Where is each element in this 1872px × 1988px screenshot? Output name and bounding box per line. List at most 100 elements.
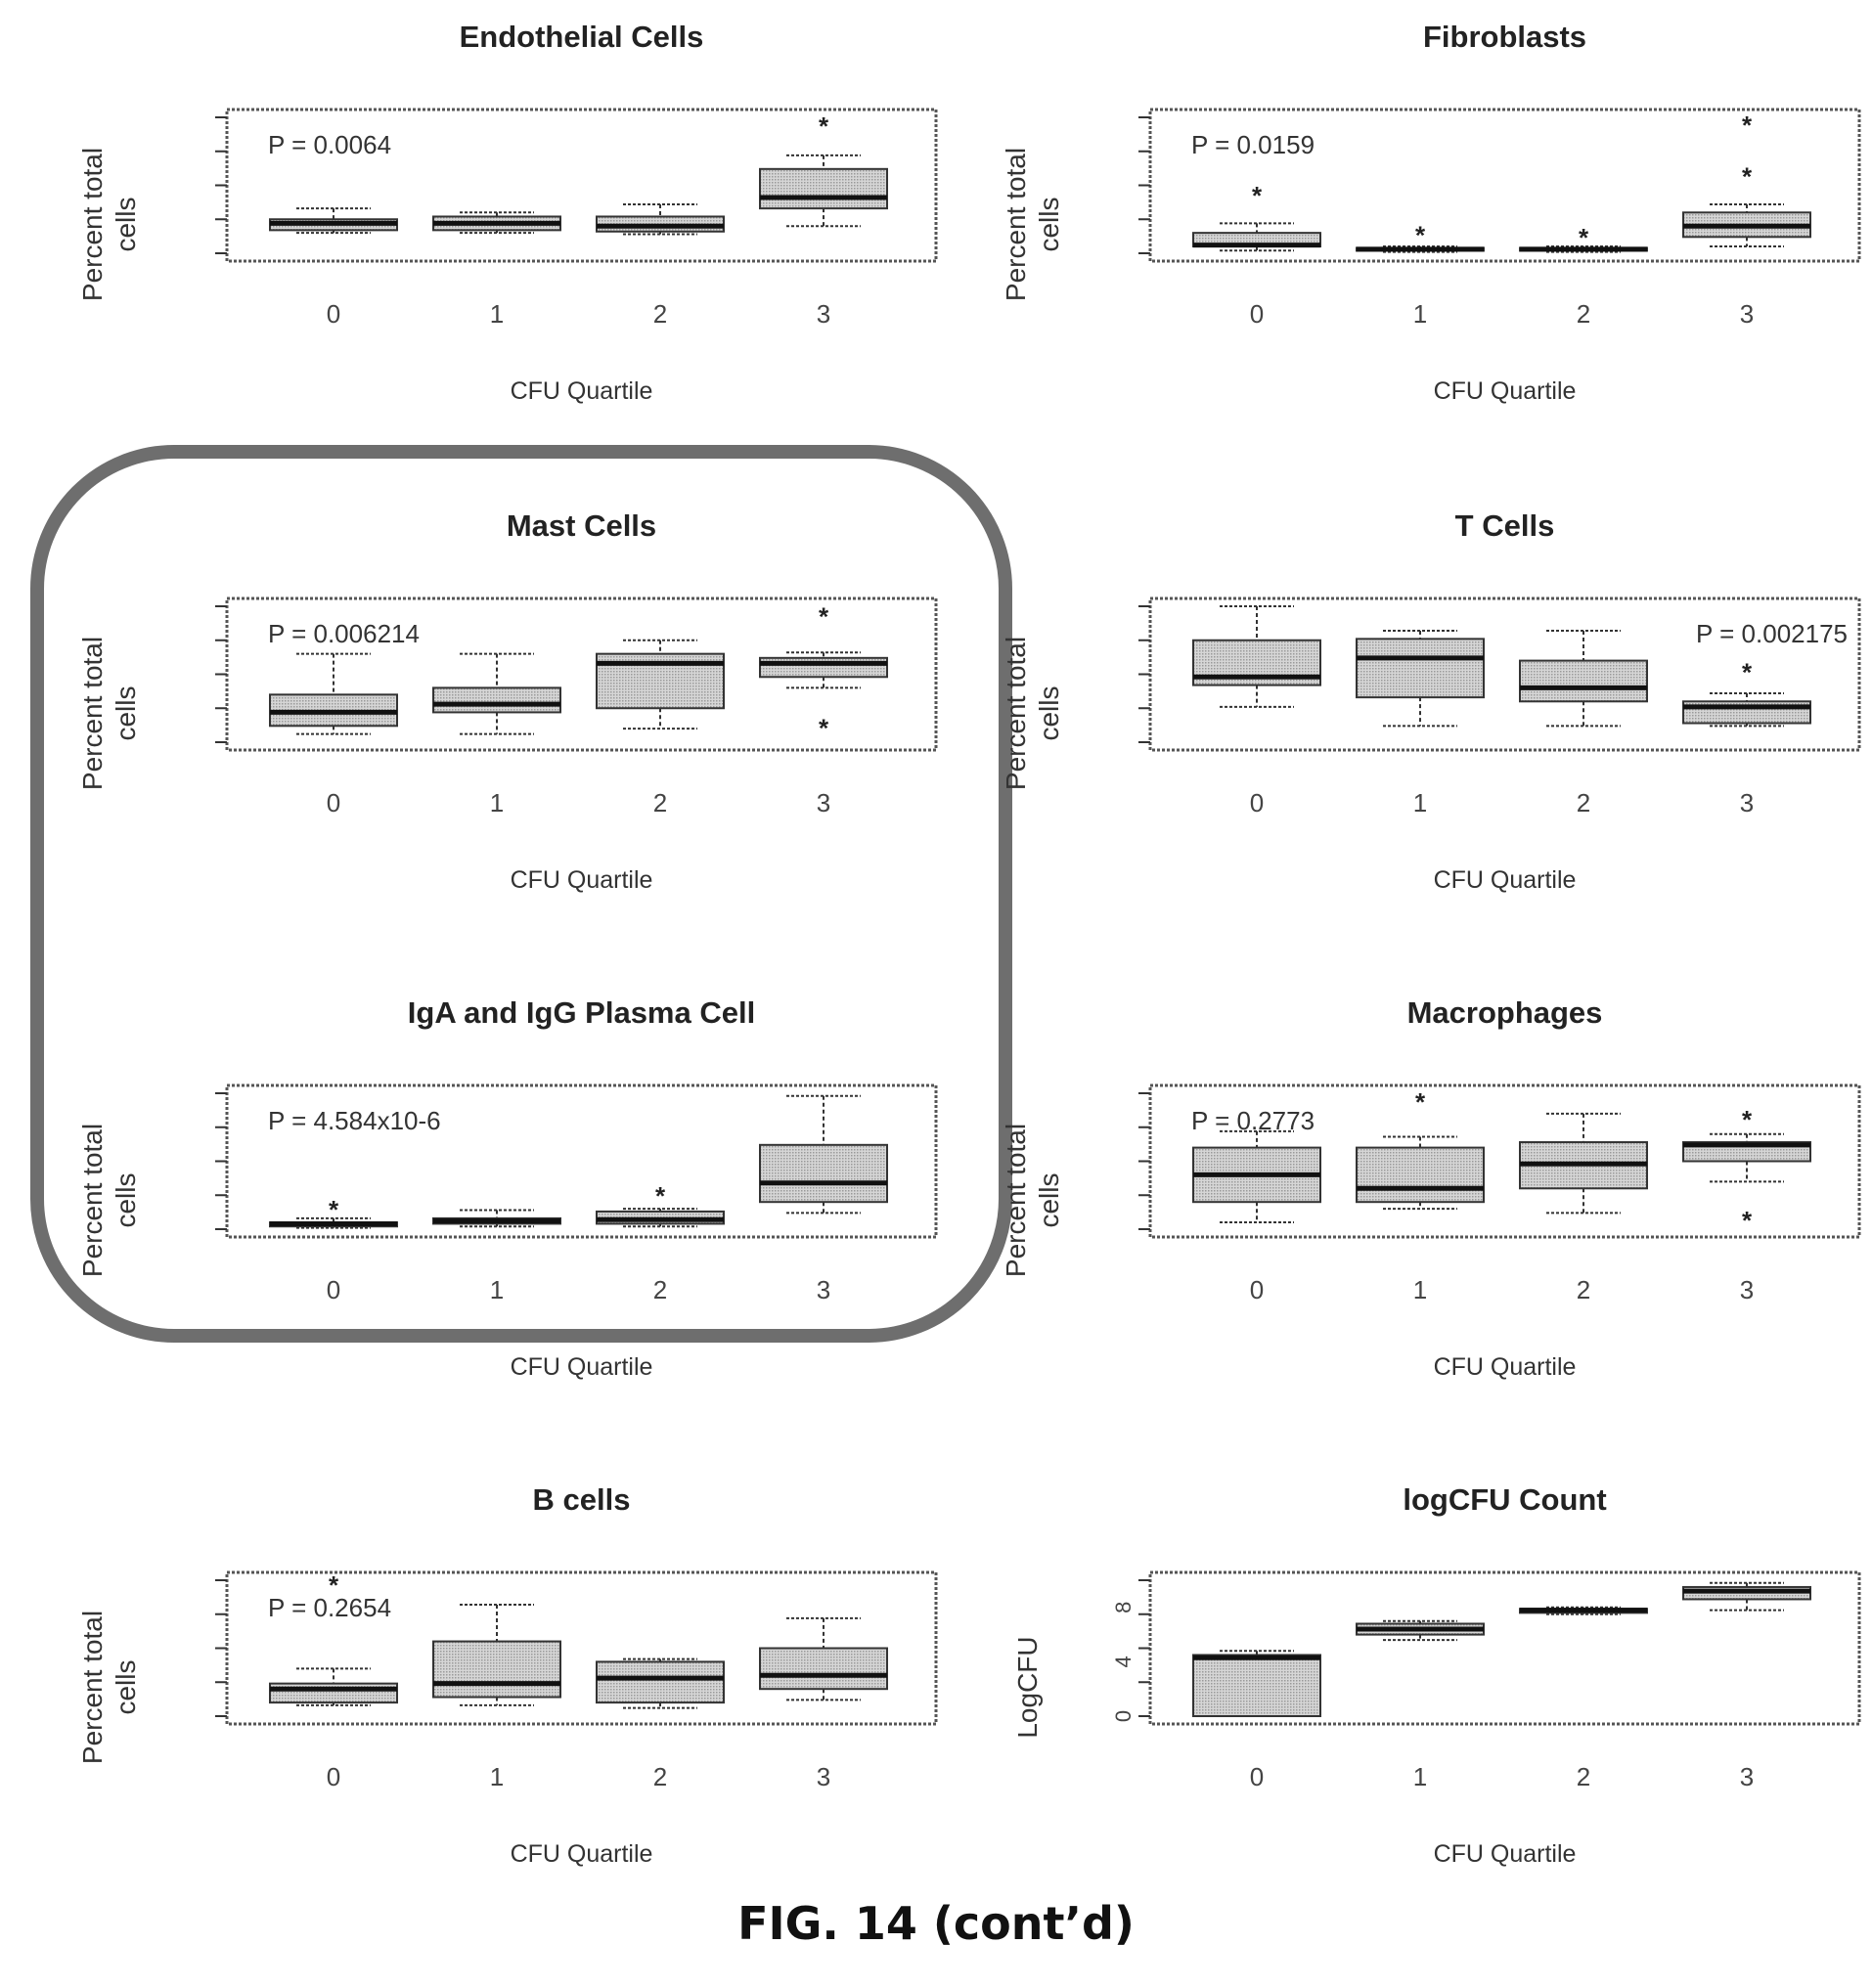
box-iqr — [597, 1661, 724, 1702]
box-2 — [597, 204, 724, 235]
box-iqr — [433, 1642, 560, 1698]
y-axis-label: Percent total — [77, 1124, 108, 1277]
chart-title: Mast Cells — [507, 508, 656, 543]
x-tick-label: 3 — [1740, 1275, 1754, 1304]
x-tick-label: 0 — [327, 299, 340, 329]
x-tick-label: 3 — [817, 299, 830, 329]
box-2: * — [1520, 223, 1647, 252]
outlier-point: * — [1742, 110, 1753, 140]
p-value-annotation: P = 0.2654 — [268, 1593, 391, 1622]
box-2 — [597, 1659, 724, 1708]
box-iqr — [433, 687, 560, 712]
x-tick-label: 1 — [1413, 299, 1427, 329]
chart-panel: Mast CellsPercent totalcells012**3CFU Qu… — [77, 508, 936, 894]
box-3: ** — [760, 602, 887, 743]
chart-title: IgA and IgG Plasma Cell — [408, 995, 755, 1030]
box-iqr — [760, 1649, 887, 1690]
box-iqr — [1357, 639, 1484, 697]
outlier-point: * — [819, 714, 829, 743]
outlier-point: * — [1742, 162, 1753, 192]
outlier-point: * — [655, 1181, 666, 1211]
y-tick-label: 8 — [1111, 1602, 1136, 1613]
x-tick-label: 2 — [653, 1762, 667, 1791]
chart-panel: logCFU Count048LogCFU0123CFU Quartile — [1012, 1482, 1859, 1868]
y-axis-label: cells — [1034, 685, 1064, 740]
box-1: * — [1357, 1087, 1484, 1209]
p-value-annotation: P = 0.2773 — [1191, 1106, 1315, 1135]
p-value-annotation: P = 4.584x10-6 — [268, 1106, 441, 1135]
x-axis-label: CFU Quartile — [1434, 377, 1577, 405]
x-axis-label: CFU Quartile — [511, 377, 653, 405]
p-value-annotation: P = 0.002175 — [1696, 619, 1848, 648]
chart-title: Endothelial Cells — [460, 20, 704, 54]
x-tick-label: 3 — [1740, 788, 1754, 817]
box-1 — [1357, 1621, 1484, 1640]
p-value-annotation: P = 0.006214 — [268, 619, 420, 648]
y-axis-label: Percent total — [1001, 1124, 1031, 1277]
box-3: ** — [1683, 110, 1810, 246]
x-tick-label: 1 — [1413, 1762, 1427, 1791]
box-3 — [760, 1096, 887, 1214]
x-tick-label: 2 — [1577, 1762, 1590, 1791]
y-tick-label: 0 — [1111, 1710, 1136, 1722]
outlier-point: * — [1252, 181, 1263, 210]
box-2 — [1520, 1608, 1647, 1614]
box-3 — [1683, 1583, 1810, 1611]
x-tick-label: 1 — [490, 788, 504, 817]
chart-title: Fibroblasts — [1423, 20, 1586, 54]
chart-panel: IgA and IgG Plasma CellPercent totalcell… — [77, 995, 936, 1381]
box-0: * — [270, 1195, 397, 1228]
box-iqr — [1357, 1148, 1484, 1203]
y-axis-label: Percent total — [1001, 637, 1031, 790]
x-tick-label: 0 — [1250, 299, 1264, 329]
y-axis-label: Percent total — [1001, 148, 1031, 301]
outlier-point: * — [1742, 1206, 1753, 1235]
y-axis-label: cells — [1034, 197, 1064, 251]
outlier-point: * — [1415, 1087, 1426, 1117]
y-axis-label: cells — [111, 685, 141, 740]
x-tick-label: 2 — [1577, 299, 1590, 329]
outlier-point: * — [1742, 1105, 1753, 1134]
box-1 — [433, 1211, 560, 1227]
x-axis-label: CFU Quartile — [511, 1840, 653, 1868]
box-0 — [1193, 606, 1320, 707]
x-tick-label: 0 — [327, 1275, 340, 1304]
x-tick-label: 1 — [490, 1275, 504, 1304]
p-value-annotation: P = 0.0159 — [1191, 130, 1315, 159]
x-tick-label: 3 — [1740, 1762, 1754, 1791]
x-tick-label: 0 — [327, 788, 340, 817]
x-axis-label: CFU Quartile — [511, 1353, 653, 1381]
box-1 — [433, 1605, 560, 1705]
y-axis-label: cells — [111, 1659, 141, 1714]
y-axis-label: cells — [111, 1172, 141, 1227]
box-0 — [1193, 1131, 1320, 1222]
box-3: ** — [1683, 1105, 1810, 1235]
outlier-point: * — [819, 111, 829, 141]
box-1 — [433, 212, 560, 233]
x-tick-label: 1 — [490, 1762, 504, 1791]
y-axis-label: Percent total — [77, 637, 108, 790]
chart-panel: FibroblastsPercent totalcells*0*1*2**3CF… — [1001, 20, 1859, 405]
y-axis-label: cells — [1034, 1172, 1064, 1227]
x-tick-label: 0 — [327, 1762, 340, 1791]
outlier-point: * — [329, 1195, 339, 1224]
box-0: * — [1193, 181, 1320, 250]
x-tick-label: 0 — [1250, 788, 1264, 817]
y-axis-label: cells — [111, 197, 141, 251]
x-tick-label: 2 — [1577, 1275, 1590, 1304]
box-2 — [597, 641, 724, 729]
outlier-point: * — [1742, 658, 1753, 687]
box-iqr — [1520, 661, 1647, 702]
box-iqr — [760, 1145, 887, 1202]
outlier-point: * — [1579, 223, 1589, 252]
outlier-point: * — [1415, 220, 1426, 249]
y-axis-label: LogCFU — [1012, 1636, 1043, 1738]
x-tick-label: 3 — [817, 1762, 830, 1791]
box-1: * — [1357, 220, 1484, 251]
box-iqr — [760, 169, 887, 208]
box-2 — [1520, 1114, 1647, 1213]
box-2 — [1520, 631, 1647, 726]
box-1 — [433, 654, 560, 734]
y-axis-label: Percent total — [77, 148, 108, 301]
